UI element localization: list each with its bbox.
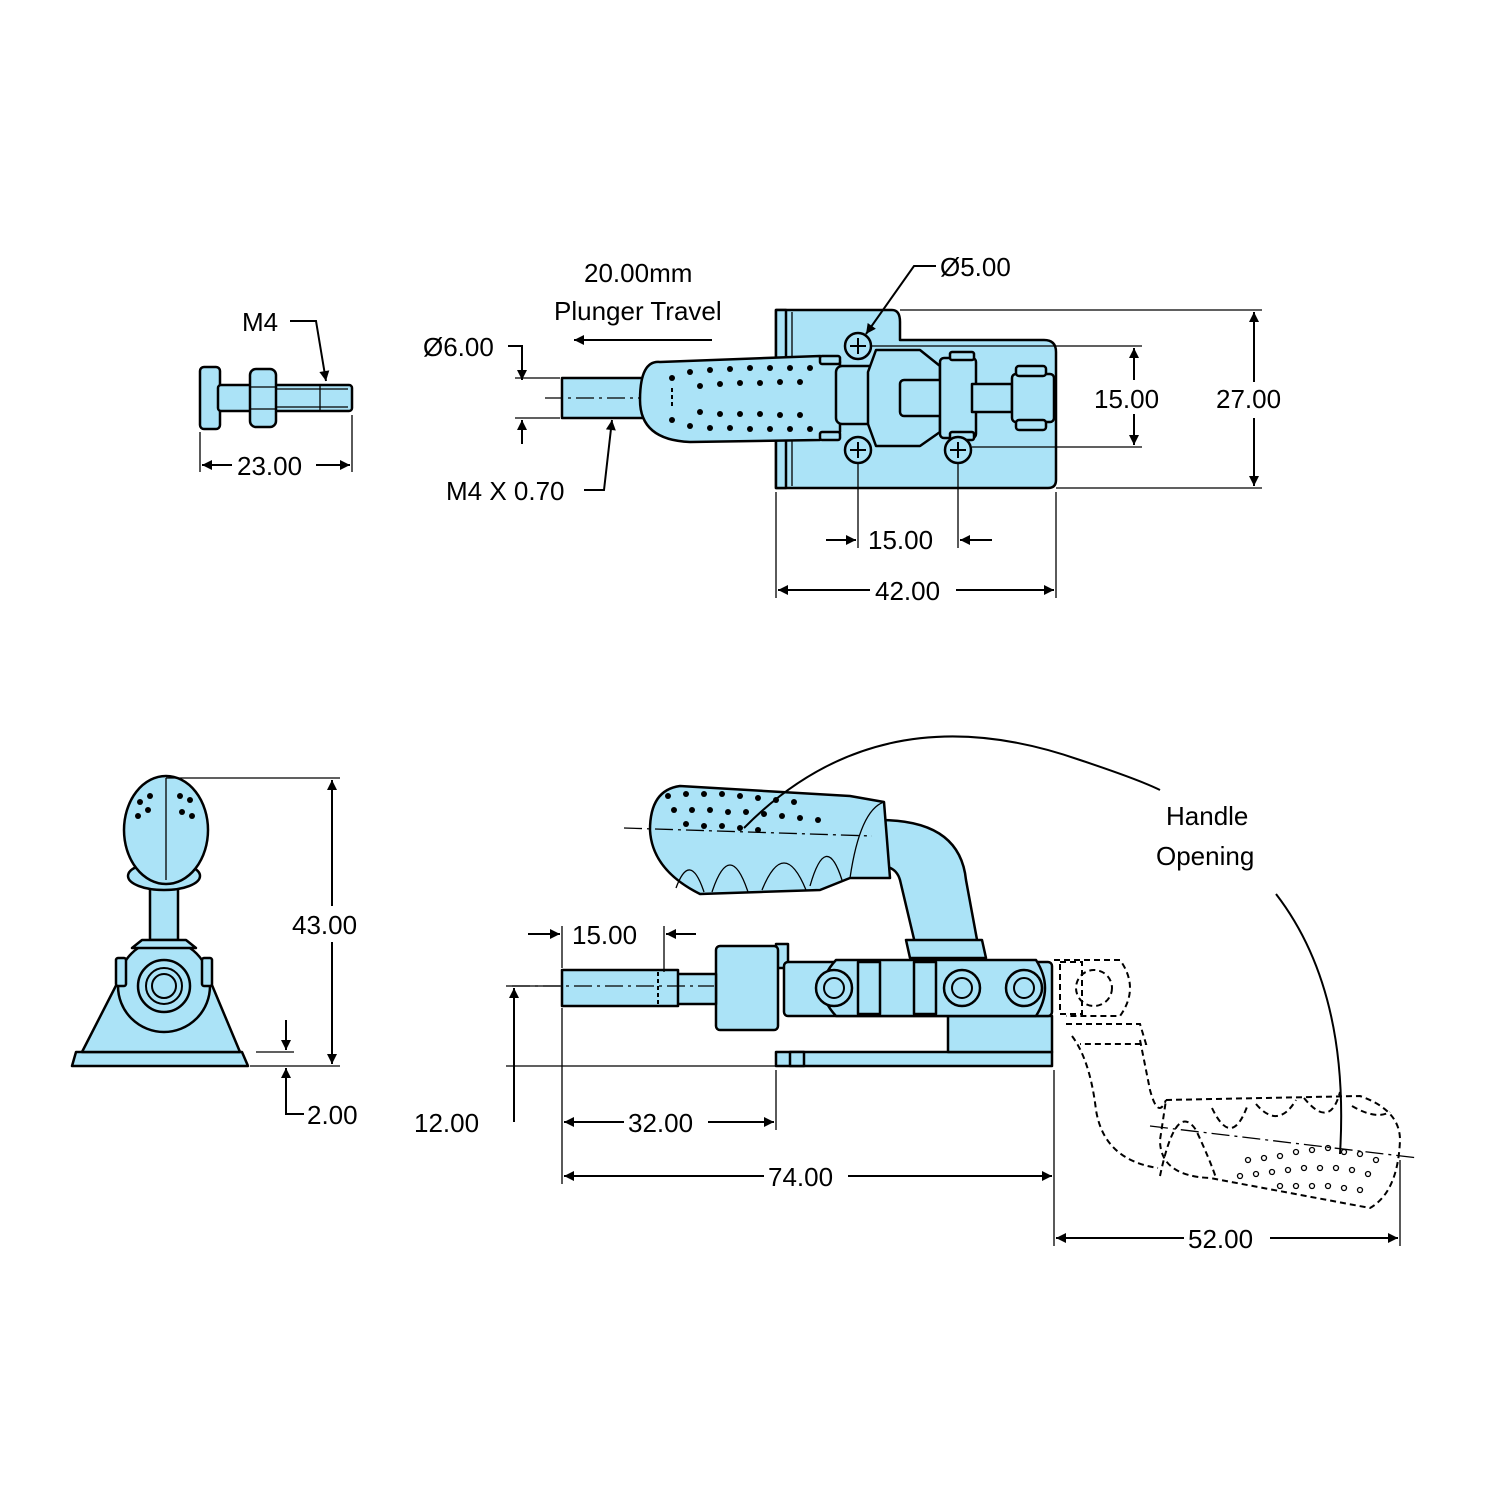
hole-spacing-x-label: 15.00 (868, 525, 933, 555)
plunger-thread-label: M4 X 0.70 (446, 476, 565, 506)
overall-length-label: 74.00 (768, 1162, 833, 1192)
thread-length-label: 15.00 (572, 920, 637, 950)
stud-length-dim: 23.00 (237, 451, 302, 481)
end-view: 43.00 2.00 (70, 774, 358, 1130)
handle-travel-label: 52.00 (1188, 1224, 1253, 1254)
handle-note-line2: Opening (1156, 841, 1254, 871)
side-handle-grip (648, 784, 892, 896)
mounting-holes (843, 331, 973, 465)
hole-dia-label: Ø5.00 (940, 252, 1011, 282)
top-view: Ø6.00 M4 X 0.70 20.00mm Plunger Travel Ø… (423, 252, 1281, 606)
m4-label: M4 (242, 307, 278, 337)
handle-note-line1: Handle (1166, 801, 1248, 831)
overall-height-label: 43.00 (292, 910, 357, 940)
plunger-dia-label: Ø6.00 (423, 332, 494, 362)
travel-label-2: Plunger Travel (554, 296, 722, 326)
base-length-label: 42.00 (875, 576, 940, 606)
plunger-height-label: 12.00 (414, 1108, 479, 1138)
side-view: Handle Opening 15.00 12.00 32.00 74.00 5… (414, 735, 1419, 1254)
knob-dots (669, 365, 813, 432)
top-knob (638, 354, 842, 444)
hole-spacing-y-label: 15.00 (1094, 384, 1159, 414)
base-thickness-label: 2.00 (307, 1100, 358, 1130)
travel-label-1: 20.00mm (584, 258, 692, 288)
stud-view: M4 23.00 (198, 307, 354, 481)
open-handle-phantom (1054, 959, 1419, 1210)
base-width-label: 27.00 (1216, 384, 1281, 414)
end-knob-dots (135, 793, 195, 819)
plunger-reach-label: 32.00 (628, 1108, 693, 1138)
m4-leader (290, 320, 330, 382)
